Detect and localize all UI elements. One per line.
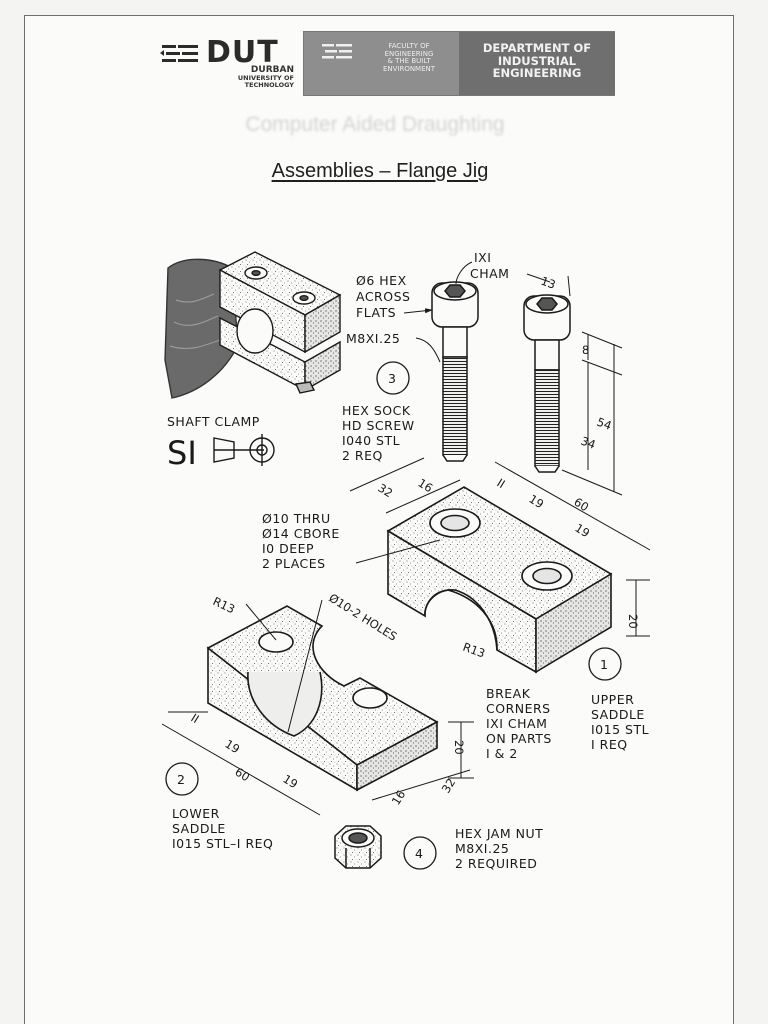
dim-screw-top: 8 [582, 343, 589, 357]
page-title: Assemblies – Flange Jig [271, 160, 489, 182]
part-label-line: HD SCREW [342, 418, 415, 433]
dim-screw-length: 54 [595, 415, 614, 433]
break-note-line: I & 2 [486, 746, 518, 761]
part-label-line: I015 STL–I REQ [172, 836, 273, 851]
screw-thread [534, 369, 560, 467]
part-label-line: I015 STL [591, 722, 649, 737]
projection-symbol-icon [213, 434, 275, 466]
clamp-lower-side [304, 340, 341, 392]
shaft-clamp-caption: SHAFT CLAMP [167, 414, 260, 429]
shaft-clamp-symbol: SI [167, 434, 197, 472]
dut-logo-line: DURBAN [250, 65, 294, 75]
dim-upper-60: 60 [571, 495, 591, 515]
faded-heading: Computer Aided Draughting [245, 113, 505, 136]
part-label-line: M8XI.25 [455, 841, 509, 856]
dim-lower-20: 20 [452, 740, 466, 755]
dim-screw-thread: 34 [579, 434, 598, 452]
hex-screw-right [523, 294, 571, 473]
department-name: DEPARTMENT OF INDUSTRIAL ENGINEERING [482, 41, 592, 80]
dim-lower-19a: 19 [222, 737, 242, 757]
hex-socket-icon [444, 284, 466, 298]
upper-saddle [386, 486, 613, 674]
break-note-line: IXI CHAM [486, 716, 547, 731]
lower-saddle-side [356, 720, 438, 792]
dim-lower-r13: R13 [211, 594, 237, 616]
part-label-line: HEX JAM NUT [455, 826, 543, 841]
lower-hole-icon [352, 687, 388, 709]
lower-saddle [206, 605, 439, 792]
part-label-line: 2 REQUIRED [455, 856, 537, 871]
shaft-clamp-sketch [164, 251, 342, 399]
part-label-line: 2 REQ [342, 448, 383, 463]
dim-upper-20: 20 [626, 614, 640, 629]
dim-lower-11: II [188, 711, 201, 726]
dim-lower-32: 32 [439, 776, 459, 796]
part-label-line: UPPER [591, 692, 634, 707]
dim-lower-holes: Ø10-2 HOLES [326, 591, 399, 644]
department-panel: DEPARTMENT OF INDUSTRIAL ENGINEERING [459, 32, 615, 95]
faculty-banner: FACULTY OF ENGINEERING & THE BUILT ENVIR… [303, 31, 615, 96]
chamfer-note: CHAM [470, 266, 509, 281]
dim-lower-19b: 19 [280, 772, 300, 792]
part-label-line: HEX SOCK [342, 403, 411, 418]
hex-note: ACROSS [356, 289, 410, 304]
dut-logo-word: DUT [206, 35, 279, 70]
dim-upper-16: 16 [415, 476, 435, 496]
dut-logo-mark-icon [160, 45, 198, 62]
clamp-side-face [304, 293, 341, 354]
dim-upper-19b: 19 [572, 521, 592, 541]
part-label-line: SADDLE [591, 707, 645, 722]
dim-upper-32: 32 [375, 481, 395, 501]
faculty-name: FACULTY OF ENGINEERING & THE BUILT ENVIR… [382, 42, 436, 73]
screw-thread [442, 356, 468, 456]
dut-logo: DUT DURBAN UNIVERSITY OF TECHNOLOGY [160, 35, 294, 88]
nut-bore-icon [348, 832, 368, 844]
hole-note-line: 2 PLACES [262, 556, 326, 571]
hex-jam-nut [334, 825, 382, 869]
part-number-balloon: 2 [177, 772, 185, 787]
dim-lower-60: 60 [232, 765, 252, 785]
dut-logo-subtitle: DURBAN UNIVERSITY OF TECHNOLOGY [214, 66, 294, 88]
hole-note-line: Ø14 CBORE [262, 526, 340, 541]
part-label-line: LOWER [172, 806, 220, 821]
break-note-line: ON PARTS [486, 731, 552, 746]
dim-upper-19a: 19 [526, 492, 546, 512]
part-label-line: I REQ [591, 737, 628, 752]
chamfer-note: IXI [474, 250, 491, 265]
break-note-line: CORNERS [486, 701, 551, 716]
break-note-line: BREAK [486, 686, 531, 701]
hex-note: Ø6 HEX [356, 273, 407, 288]
hex-socket-icon [536, 297, 558, 311]
dim-upper-r13: R13 [461, 640, 487, 661]
dut-logo-line: UNIVERSITY OF [237, 74, 294, 82]
part-label-line: I040 STL [342, 433, 400, 448]
dim-upper-11: II [494, 476, 507, 491]
dut-banner-mark-icon [322, 44, 352, 59]
dim-screw-head: 13 [539, 274, 558, 292]
hex-note: FLATS [356, 305, 396, 320]
part-label-line: SADDLE [172, 821, 226, 836]
lower-hole-icon [258, 631, 294, 653]
thread-note: M8XI.25 [346, 331, 400, 346]
hole-note-line: Ø10 THRU [262, 511, 331, 526]
hole-note-line: I0 DEEP [262, 541, 314, 556]
upper-saddle-side [535, 572, 612, 674]
dut-logo-line: TECHNOLOGY [244, 80, 294, 89]
part-number-balloon: 4 [415, 846, 423, 861]
part-number-balloon: 3 [388, 371, 396, 386]
hex-screw-left [431, 281, 479, 462]
part-number-balloon: 1 [600, 657, 608, 672]
dim-lower-16: 16 [389, 788, 409, 808]
